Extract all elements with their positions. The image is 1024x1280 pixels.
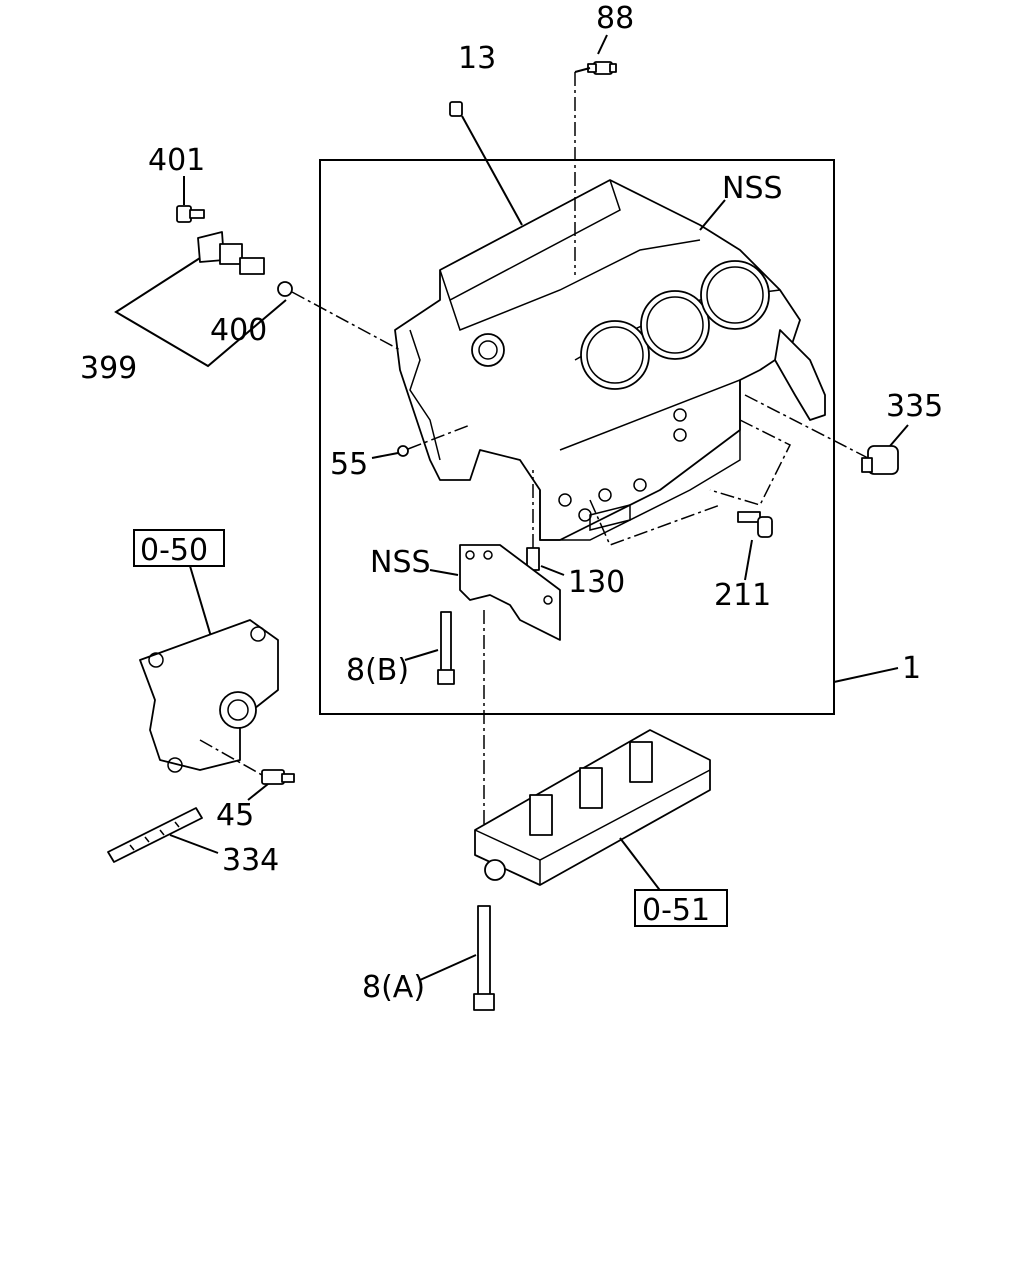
callout-400: 400 xyxy=(210,313,267,348)
sender-88 xyxy=(587,61,617,75)
callout-88: 88 xyxy=(596,1,634,36)
plug-335 xyxy=(861,445,899,475)
ref-box-0-51 xyxy=(634,889,728,927)
sensor-assembly-399 xyxy=(197,231,265,275)
callout-55: 55 xyxy=(330,447,368,482)
switch-45 xyxy=(261,769,295,785)
bolt-401 xyxy=(176,205,205,223)
plug-13 xyxy=(449,101,463,117)
callout-335: 335 xyxy=(886,389,943,424)
callout-401: 401 xyxy=(148,143,205,178)
callout-130: 130 xyxy=(568,565,625,600)
callout-334: 334 xyxy=(222,843,279,878)
oil-filter-bracket xyxy=(139,619,279,773)
cylinder-block xyxy=(394,179,826,541)
callout-45: 45 xyxy=(216,798,254,833)
callout-1: 1 xyxy=(902,651,921,686)
bearing-cap xyxy=(459,544,561,641)
callout-nss-top: NSS xyxy=(722,171,783,206)
plug-55 xyxy=(397,445,409,457)
callout-399: 399 xyxy=(80,351,137,386)
ref-0-51: 0-51 xyxy=(642,893,710,928)
bolt-211 xyxy=(737,511,773,538)
o-ring-400 xyxy=(277,281,293,297)
callout-211: 211 xyxy=(714,578,771,613)
bolt-8a xyxy=(473,905,495,1011)
callout-13: 13 xyxy=(458,41,496,76)
bolt-8b xyxy=(437,611,455,685)
callout-8b: 8(B) xyxy=(346,653,409,688)
bed-plate xyxy=(474,729,711,886)
ref-0-50: 0-50 xyxy=(140,533,208,568)
assembly-frame xyxy=(319,159,835,715)
strap-334 xyxy=(107,807,203,863)
ref-box-0-50 xyxy=(133,529,225,567)
callout-8a: 8(A) xyxy=(362,970,425,1005)
callout-nss-cap: NSS xyxy=(370,545,431,580)
